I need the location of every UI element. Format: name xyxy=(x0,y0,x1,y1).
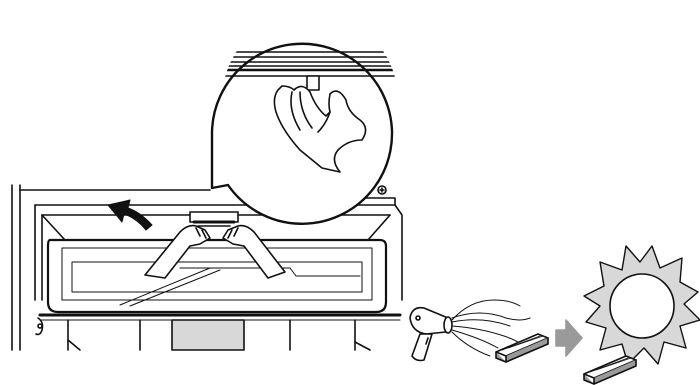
next-arrow-icon xyxy=(556,320,582,356)
filter-housing xyxy=(190,212,238,226)
callout-magnifier-icon xyxy=(210,44,410,224)
sun-icon xyxy=(584,246,700,364)
filter-cartridge-icon xyxy=(496,334,548,362)
hair-dryer-icon xyxy=(410,308,452,361)
hands-icon xyxy=(145,226,285,278)
filter-cartridge-icon xyxy=(584,356,636,384)
